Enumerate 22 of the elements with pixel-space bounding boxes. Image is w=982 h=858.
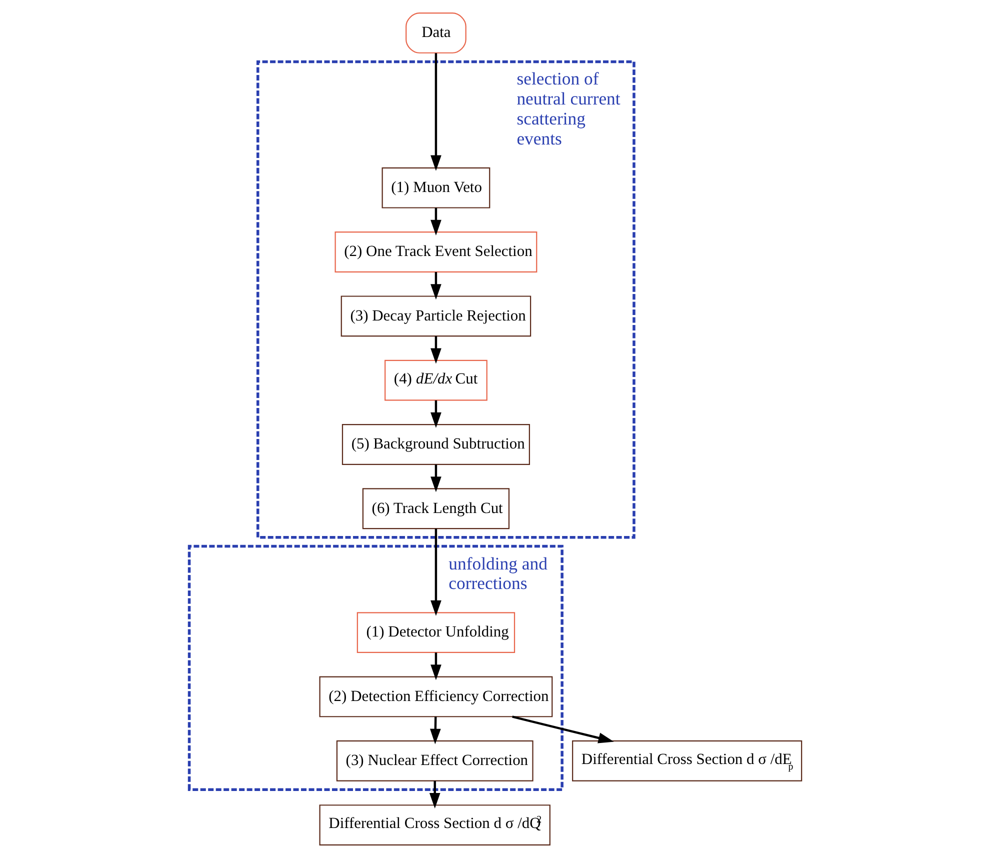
arrow	[430, 652, 442, 680]
node-box: (6) Track Length Cut	[362, 488, 510, 530]
arrow	[430, 464, 442, 492]
node-box: (2) One Track Event Selection	[334, 232, 538, 272]
node-box: (3) Nuclear Effect Correction	[336, 740, 534, 782]
arrow	[429, 780, 440, 808]
arrow	[430, 528, 442, 616]
node-box: (3) Decay Particle Rejection	[340, 296, 532, 337]
arrow	[430, 336, 442, 364]
node-box: (4) dE/dx Cut	[384, 360, 488, 401]
arrow	[430, 400, 442, 428]
node-box: (1) Detector Unfolding	[356, 612, 516, 654]
arrow	[430, 272, 442, 300]
arrow	[512, 716, 614, 744]
node-box: Data	[406, 12, 466, 54]
node-box: (1) Muon Veto	[382, 167, 490, 208]
node-box: (5) Background Subtruction	[342, 424, 530, 465]
arrow	[430, 208, 442, 236]
arrow	[430, 716, 441, 744]
node-box: (2) Detection Efficiency Correction	[319, 676, 553, 718]
arrow	[430, 53, 442, 171]
node-box: Differential Cross Section d σ /dE$_{p}$	[572, 740, 802, 782]
